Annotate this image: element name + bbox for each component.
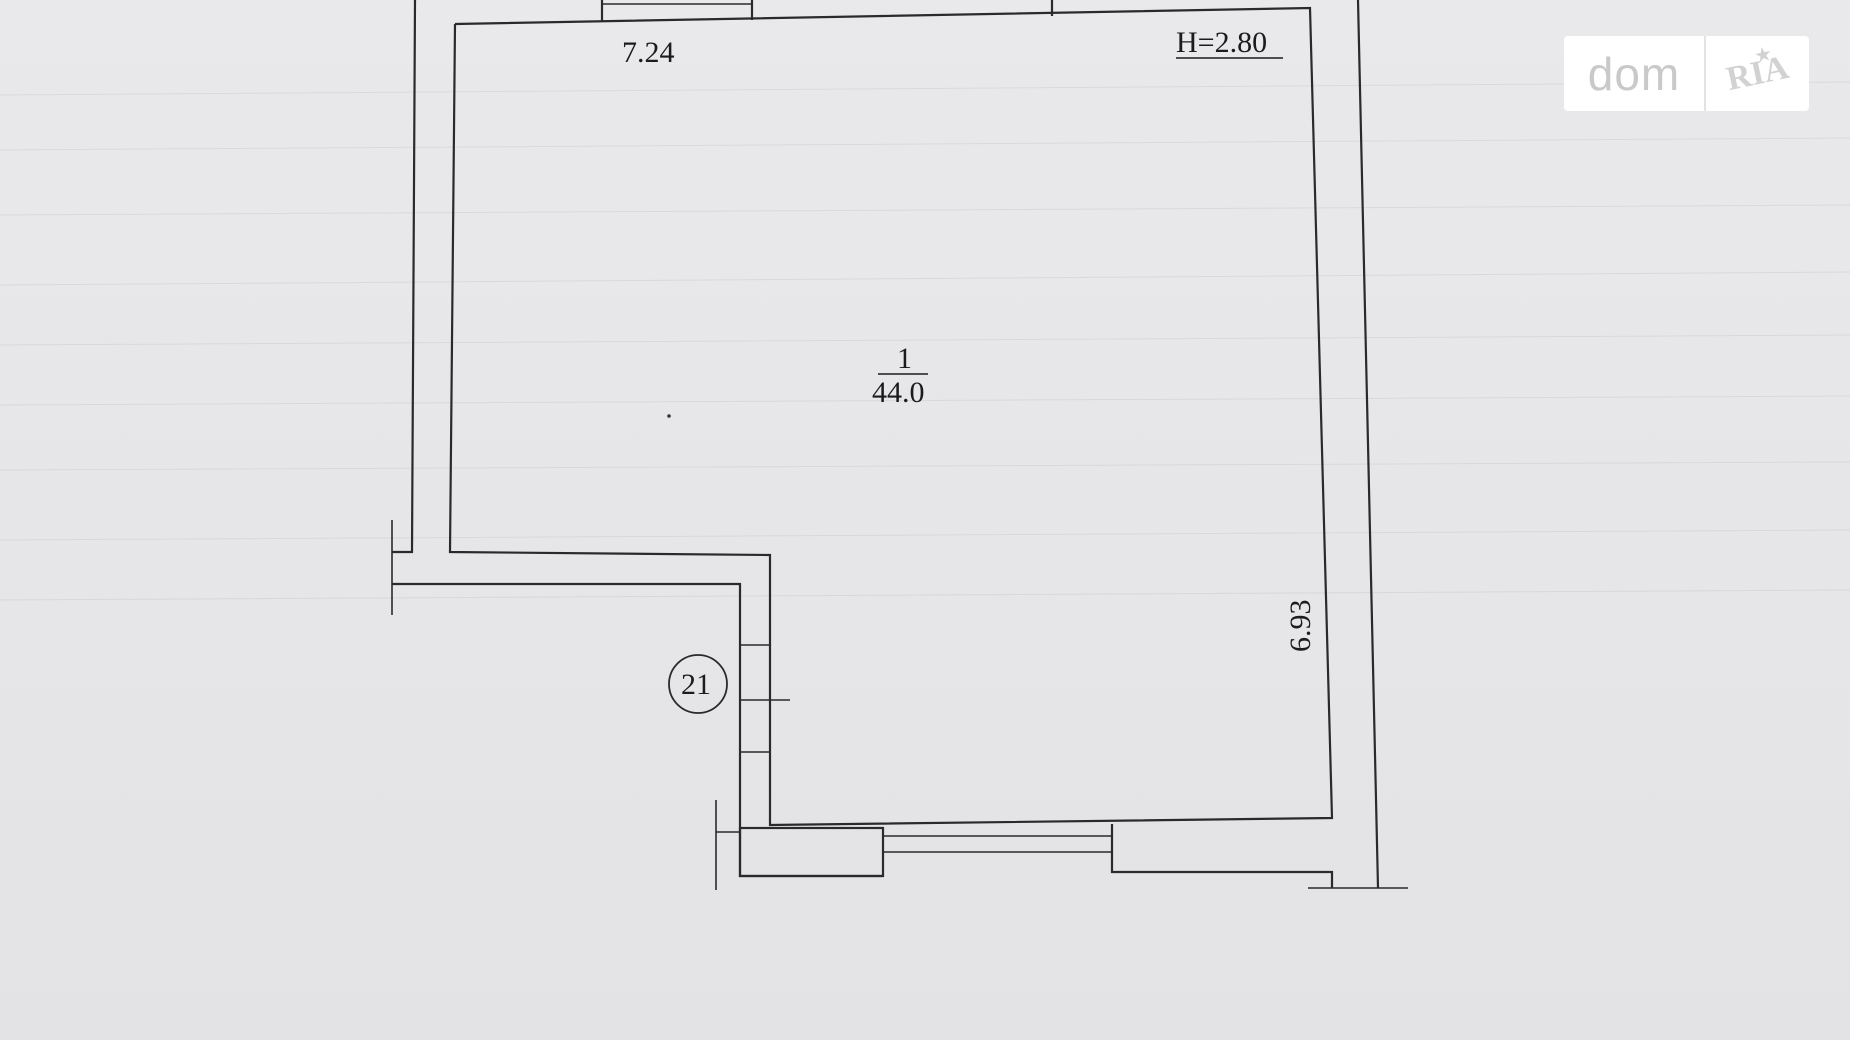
room-outline <box>392 6 1334 890</box>
logo-ria-text: ★ RIA <box>1699 36 1809 111</box>
door-segment <box>740 644 790 753</box>
bottom-window <box>738 824 1334 888</box>
outer-walls <box>391 0 1408 889</box>
paper-texture <box>0 81 1850 601</box>
logo-separator <box>1704 36 1706 111</box>
top-windows <box>600 0 1054 22</box>
logo-dom-text: dom <box>1587 47 1681 100</box>
pencil-dot <box>667 414 671 418</box>
ceiling-height-label: H=2.80 <box>1176 26 1267 59</box>
length-dimension-label: 6.93 <box>1284 600 1317 653</box>
room-area-label: 44.0 <box>872 376 925 409</box>
domria-logo: dom ★ RIA <box>1564 36 1809 111</box>
room-number-label: 1 <box>897 342 912 375</box>
star-icon: ★ <box>1751 40 1775 69</box>
axis-marker-circle <box>668 654 728 714</box>
width-dimension-label: 7.24 <box>622 36 675 69</box>
axis-marker-label: 21 <box>681 668 711 701</box>
